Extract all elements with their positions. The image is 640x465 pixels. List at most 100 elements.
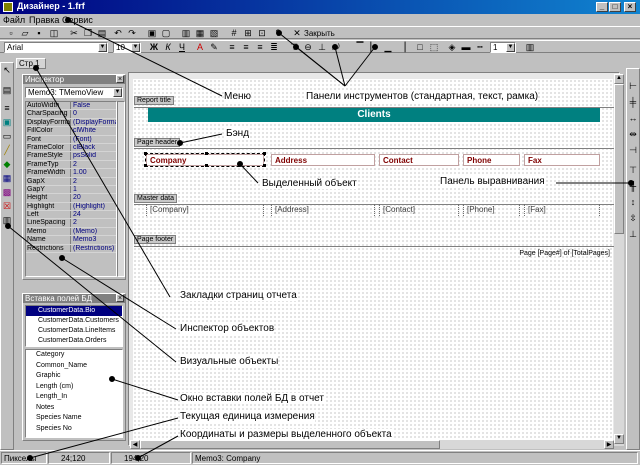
center-window-h-icon[interactable]: ↔ xyxy=(628,113,638,123)
save-icon[interactable]: ▪ xyxy=(37,28,41,38)
field-item[interactable]: Category xyxy=(36,351,65,358)
send-back-icon[interactable]: ▢ xyxy=(161,28,171,38)
property-value[interactable]: 24 xyxy=(70,211,116,219)
copy-icon[interactable]: ❐ xyxy=(83,28,93,38)
property-row[interactable]: Memo(Memo) xyxy=(26,227,116,237)
close-icon[interactable]: × xyxy=(116,75,124,83)
selection-handle[interactable] xyxy=(205,152,208,155)
property-value[interactable]: 1.00 xyxy=(70,169,116,177)
field-item[interactable]: Species No xyxy=(36,424,72,432)
property-value[interactable]: False xyxy=(70,102,116,110)
underline-button[interactable]: Ч xyxy=(179,42,185,52)
dataset-item[interactable]: CustomerData.Customers xyxy=(38,317,119,324)
data-field-contact[interactable]: [Contact] xyxy=(379,204,459,216)
dataset-item[interactable]: CustomerData.Orders xyxy=(38,337,107,344)
close-icon[interactable]: × xyxy=(116,294,124,302)
valign-center-icon[interactable]: ⊖ xyxy=(304,42,312,52)
property-value[interactable]: 20 xyxy=(70,194,116,202)
ole-icon[interactable]: ▦ xyxy=(2,173,12,183)
property-value[interactable]: clBlack xyxy=(70,143,116,152)
bring-front-icon[interactable]: ▣ xyxy=(147,28,157,38)
scroll-right-icon[interactable]: ▶ xyxy=(604,440,614,449)
subreport-icon[interactable]: ▭ xyxy=(2,131,12,141)
property-value[interactable]: clWhite xyxy=(70,127,116,135)
space-h-icon[interactable]: ⇹ xyxy=(629,129,637,139)
status-units[interactable]: Пикселы xyxy=(1,452,47,464)
frame-right-icon[interactable]: ▕ xyxy=(398,42,406,52)
align-vcenter-icon[interactable]: ╫ xyxy=(629,181,637,191)
center-window-v-icon[interactable]: ↕ xyxy=(630,197,636,207)
band-page-footer[interactable]: Page footer xyxy=(134,235,177,244)
undo-icon[interactable]: ↶ xyxy=(114,28,122,38)
close-window-button[interactable]: × xyxy=(624,2,636,12)
report-page[interactable] xyxy=(133,79,613,447)
new-page-icon[interactable]: ▥ xyxy=(181,28,191,38)
property-row[interactable]: Restrictions(Restrictions) xyxy=(26,244,116,254)
cut-icon[interactable]: ✂ xyxy=(70,28,78,38)
header-field-contact[interactable]: Contact xyxy=(379,154,459,166)
grid-icon[interactable]: # xyxy=(231,28,237,38)
tab-page1[interactable]: Стр.1 xyxy=(16,58,46,69)
chevron-down-icon[interactable]: ▼ xyxy=(506,43,515,52)
property-value[interactable]: (Restrictions) xyxy=(70,244,116,253)
scroll-down-icon[interactable]: ▼ xyxy=(614,434,624,444)
band-master-data[interactable]: Master data xyxy=(134,194,177,203)
minimize-button[interactable]: _ xyxy=(596,2,608,12)
align-hcenter-icon[interactable]: ╪ xyxy=(629,97,637,107)
field-item[interactable]: Common_Name xyxy=(36,361,87,369)
valign-bottom-icon[interactable]: ⊥ xyxy=(318,42,326,52)
property-value[interactable]: 2 xyxy=(70,219,116,227)
align-right-icon[interactable]: ≡ xyxy=(257,42,263,52)
field-item[interactable]: Graphic xyxy=(36,372,61,379)
vertical-scrollbar[interactable]: ▲ ▼ xyxy=(614,74,624,446)
selection-handle[interactable] xyxy=(144,164,147,167)
property-row[interactable]: Font(Font) xyxy=(26,135,116,144)
italic-button[interactable]: К xyxy=(165,42,171,52)
data-field-address[interactable]: [Address] xyxy=(271,204,375,216)
menu-edit[interactable]: Правка xyxy=(29,15,60,25)
frame-left-icon[interactable]: ▏ xyxy=(370,42,378,52)
selection-handle[interactable] xyxy=(263,152,266,155)
data-field-fax[interactable]: [Fax] xyxy=(524,204,600,216)
field-item[interactable]: Length (cm) xyxy=(36,382,74,390)
property-value[interactable]: (Font) xyxy=(70,135,116,143)
hscroll-thumb[interactable] xyxy=(140,440,440,449)
close-x-icon[interactable]: ✕ xyxy=(293,28,301,38)
font-color-icon[interactable]: A xyxy=(196,42,203,52)
close-button[interactable]: Закрыть xyxy=(304,29,335,38)
chevron-down-icon[interactable]: ▼ xyxy=(98,43,107,52)
scroll-thumb[interactable] xyxy=(614,84,624,234)
paste-icon[interactable]: ▤ xyxy=(97,28,107,38)
fit-grid-icon[interactable]: ⊡ xyxy=(258,28,266,38)
scroll-left-icon[interactable]: ◀ xyxy=(130,440,140,449)
header-field-address[interactable]: Address xyxy=(271,154,375,166)
band-icon[interactable]: ▤ xyxy=(2,85,12,95)
align-grid-icon[interactable]: ⊞ xyxy=(244,28,252,38)
align-center-icon[interactable]: ≡ xyxy=(243,42,249,52)
menu-file[interactable]: Файл xyxy=(3,15,26,25)
checkbox-icon[interactable]: ☒ xyxy=(2,201,12,211)
property-row[interactable]: Highlight(Highlight) xyxy=(26,202,116,212)
maximize-button[interactable]: □ xyxy=(609,2,621,12)
font-size-combo[interactable]: 10▼ xyxy=(113,42,141,53)
property-value[interactable]: 2 xyxy=(70,177,116,185)
property-value[interactable]: (DisplayFormat) xyxy=(70,118,116,127)
selection-handle[interactable] xyxy=(205,164,208,167)
report-title-text[interactable]: Clients xyxy=(148,108,600,122)
field-item[interactable]: Species Name xyxy=(36,414,82,421)
chart-icon[interactable]: ▩ xyxy=(2,187,12,197)
fill-color-icon[interactable]: ◈ xyxy=(448,42,456,52)
rotate-icon[interactable]: ⤾ xyxy=(332,42,340,52)
valign-top-icon[interactable]: ⊤ xyxy=(290,42,298,52)
horizontal-scrollbar[interactable]: ◀ ▶ xyxy=(130,440,614,449)
frame-bottom-icon[interactable]: ▁ xyxy=(384,42,392,52)
